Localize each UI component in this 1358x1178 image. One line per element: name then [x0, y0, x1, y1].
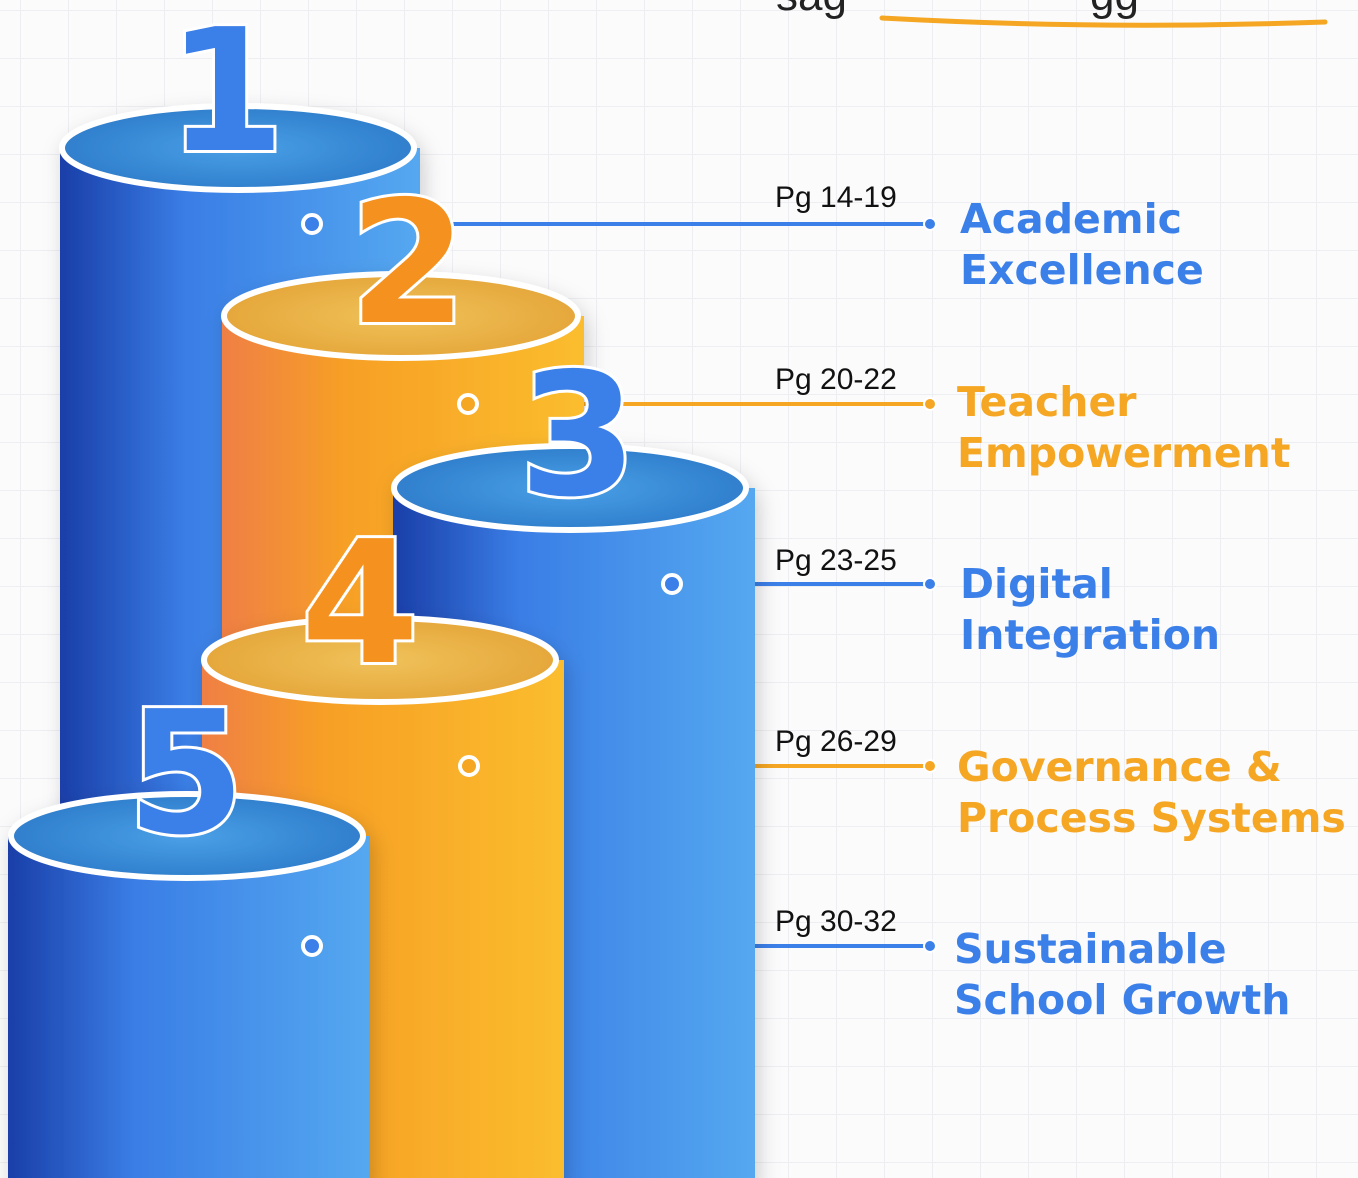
connector-node-end-3	[923, 577, 937, 591]
topic-label-5-line-2: School Growth	[954, 976, 1290, 1024]
page-range-2: Pg 20-22	[775, 363, 897, 396]
topic-label-4-line-1: Governance &	[957, 743, 1282, 791]
topic-label-2-line-2: Empowerment	[957, 429, 1290, 477]
connector-start-nodes	[301, 213, 683, 957]
pillar-5-top	[8, 791, 366, 881]
pillar-2-top	[221, 271, 581, 361]
topic-label-1-line-2: Excellence	[960, 246, 1204, 294]
connector-node-start-1	[301, 213, 323, 235]
connector-node-start-5	[301, 935, 323, 957]
step-number-1: 1	[167, 0, 285, 191]
connector-node-start-4	[458, 755, 480, 777]
connector-node-end-1	[923, 217, 937, 231]
step-number-3: 3	[519, 337, 637, 535]
connector-node-start-2	[457, 393, 479, 415]
pillar-4-top	[201, 615, 559, 705]
connector-end-nodes	[923, 217, 937, 953]
step-number-5: 5	[127, 675, 245, 873]
heading-fragment-left: sag	[776, 0, 847, 20]
page-range-3: Pg 23-25	[775, 544, 897, 577]
topic-label-4-line-2: Process Systems	[957, 794, 1346, 842]
heading-fragment-right: gg	[1090, 0, 1139, 20]
pillar-1-top	[59, 103, 417, 193]
pillar-5-body	[8, 836, 370, 1178]
topic-label-1-line-1: Academic	[960, 195, 1182, 243]
connector-node-start-3	[661, 573, 683, 595]
heading-underline-accent	[879, 15, 1328, 28]
step-number-4: 4	[301, 505, 419, 703]
connector-node-end-2	[923, 397, 937, 411]
connector-node-end-4	[923, 759, 937, 773]
topic-label-2-line-1: Teacher	[957, 378, 1137, 426]
topic-label-3-line-2: Integration	[960, 611, 1220, 659]
page-range-4: Pg 26-29	[775, 725, 897, 758]
pillar-5	[8, 791, 370, 1178]
pillar-3-top	[391, 443, 749, 533]
topic-label-3-line-1: Digital	[960, 560, 1113, 608]
topic-label-5-line-1: Sustainable	[954, 925, 1227, 973]
topic-labels: Academic Excellence Teacher Empowerment …	[954, 195, 1346, 1024]
connector-node-end-5	[923, 939, 937, 953]
page-range-1: Pg 14-19	[775, 181, 897, 214]
page-range-labels: Pg 14-19 Pg 20-22 Pg 23-25 Pg 26-29 Pg 3…	[775, 181, 897, 938]
page-range-5: Pg 30-32	[775, 905, 897, 938]
partial-heading: sag gg	[776, 0, 1328, 28]
step-number-2: 2	[349, 165, 467, 363]
